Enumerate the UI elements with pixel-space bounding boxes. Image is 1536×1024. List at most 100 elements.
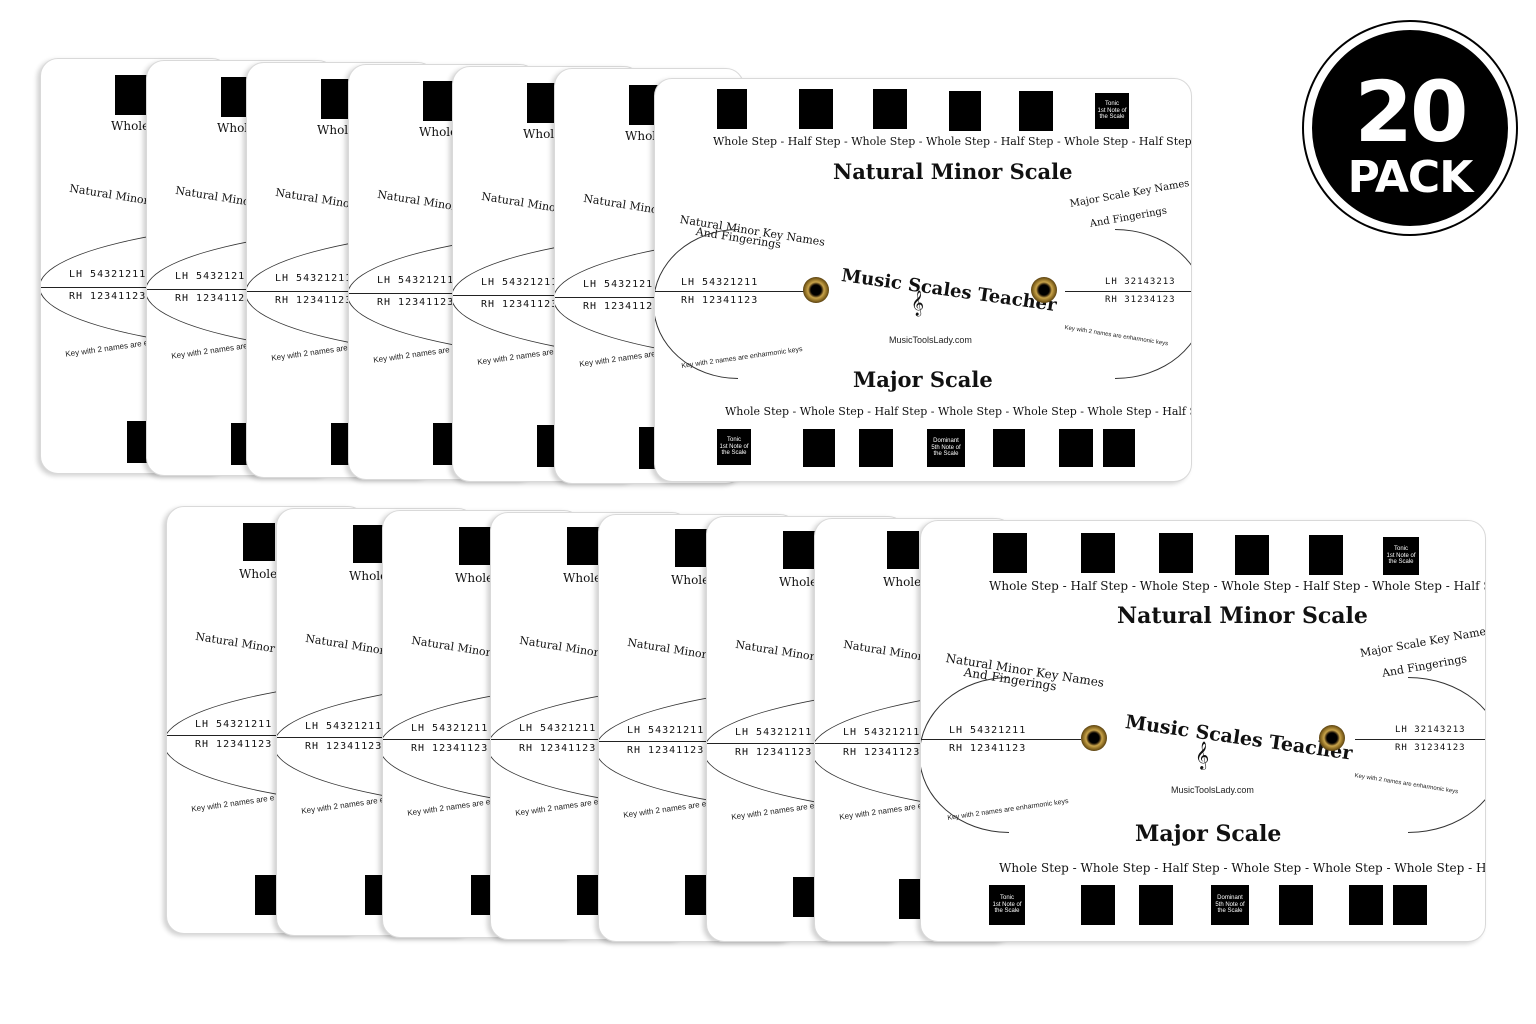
lh-fingering-minor: LH 54321211 — [681, 277, 759, 288]
black-square — [1393, 885, 1427, 925]
step-fragment: Whole — [671, 573, 710, 587]
divider-line — [1065, 291, 1191, 292]
lh-fingering-major: LH 32143213 — [1395, 725, 1466, 735]
black-square — [783, 531, 815, 569]
dominant-line2: 5th Note of — [1215, 901, 1245, 908]
major-fingerings: And Fingerings — [1381, 652, 1468, 680]
dominant-box: Dominant 5th Note of the Scale — [1211, 885, 1249, 925]
treble-clef-icon: 𝄞 — [911, 291, 925, 316]
rh-fingering: RH 12341123 — [411, 743, 489, 754]
black-square — [949, 91, 981, 131]
step-fragment: Whole — [111, 119, 150, 133]
pack-word: PACK — [1347, 152, 1474, 203]
lh-fingering: LH 54321211 — [843, 727, 921, 738]
black-square — [717, 89, 747, 129]
dominant-line3: the Scale — [1217, 908, 1243, 915]
divider-line — [599, 741, 797, 742]
step-fragment: Whole — [349, 569, 388, 583]
front-card-bottom: Tonic 1st Note of the Scale Whole Step -… — [920, 520, 1486, 942]
lh-fingering-major: LH 32143213 — [1105, 277, 1176, 287]
divider-line — [349, 293, 537, 294]
dominant-line3: the Scale — [933, 451, 959, 458]
rh-fingering: RH 12341123 — [195, 739, 273, 750]
black-square — [567, 527, 599, 565]
black-square — [993, 533, 1027, 573]
enharmonic-fragment: Key with 2 names are e — [838, 801, 923, 822]
black-square — [1059, 429, 1093, 467]
lh-fingering: LH 54321211 — [377, 275, 455, 286]
black-square — [1235, 535, 1269, 575]
enharmonic-fragment: Key with 2 names are e — [514, 797, 599, 818]
minor-steps: Whole Step - Half Step - Whole Step - Wh… — [713, 135, 1192, 148]
step-fragment: Whole — [779, 575, 818, 589]
black-square — [859, 429, 893, 467]
black-square — [321, 79, 353, 119]
rh-fingering-major: RH 31234123 — [1395, 743, 1466, 753]
eyelet-left — [1081, 725, 1107, 751]
black-square — [1103, 429, 1135, 467]
lh-fingering: LH 54321211 — [627, 725, 705, 736]
lh-fingering-minor: LH 54321211 — [949, 725, 1027, 736]
tonic-line2: 1st Note of — [1386, 552, 1416, 559]
tonic-box-bottom: Tonic 1st Note of the Scale — [989, 885, 1025, 925]
divider-line — [147, 289, 335, 290]
tonic-line1: Tonic — [999, 894, 1014, 901]
tonic-line1: Tonic — [726, 436, 741, 443]
front-card-top: Tonic 1st Note of the Scale Whole Step -… — [654, 78, 1192, 482]
rh-fingering: RH 12341123 — [519, 743, 597, 754]
rh-fingering: RH 12341123 — [69, 291, 147, 302]
divider-line — [383, 739, 581, 740]
black-square — [353, 525, 385, 563]
tonic-box-top: Tonic 1st Note of the Scale — [1095, 93, 1129, 129]
lh-fingering: LH 54321211 — [481, 277, 559, 288]
dominant-line1: Dominant — [933, 437, 959, 444]
minor-key-fragment: Natural Minor K — [194, 629, 288, 658]
step-fragment: Whole — [883, 575, 922, 589]
enharmonic-fragment: Key with 2 names are e — [730, 801, 815, 822]
natural-minor-title: Natural Minor Scale — [1117, 603, 1368, 629]
tonic-line2: 1st Note of — [1097, 107, 1127, 114]
lh-fingering: LH 54321211 — [195, 719, 273, 730]
divider-line — [655, 291, 805, 292]
dominant-line1: Dominant — [1217, 894, 1243, 901]
tonic-line3: the Scale — [721, 450, 747, 457]
divider-line — [277, 737, 475, 738]
rh-fingering: RH 12341123 — [377, 297, 455, 308]
rh-fingering-minor: RH 12341123 — [949, 743, 1027, 754]
treble-clef-icon: 𝄞 — [1195, 741, 1210, 769]
rh-fingering: RH 12341123 — [175, 293, 253, 304]
rh-fingering: RH 12341123 — [305, 741, 383, 752]
divider-line — [707, 743, 905, 744]
step-fragment: Whole — [455, 571, 494, 585]
website: MusicToolsLady.com — [889, 335, 972, 345]
black-square — [1279, 885, 1313, 925]
divider-line — [453, 295, 641, 296]
divider-line — [167, 735, 365, 736]
eyelet-right — [1319, 725, 1345, 751]
major-title: Major Scale — [1135, 821, 1282, 847]
step-fragment: Whole — [419, 125, 458, 139]
lh-fingering: LH 54321211 — [519, 723, 597, 734]
eyelet-left — [803, 277, 829, 303]
tonic-line3: the Scale — [994, 908, 1020, 915]
lh-fingering: LH 54321211 — [305, 721, 383, 732]
natural-minor-title: Natural Minor Scale — [833, 159, 1073, 184]
lh-fingering: LH 54321211 — [583, 279, 661, 290]
tonic-line1: Tonic — [1104, 100, 1119, 107]
lh-fingering: LH 54321211 — [275, 273, 353, 284]
black-square — [1019, 91, 1053, 131]
divider-line — [921, 739, 1081, 740]
rh-fingering: RH 12341123 — [843, 747, 921, 758]
pack-count-badge: 20 PACK — [1304, 22, 1516, 234]
rh-fingering-minor: RH 12341123 — [681, 295, 759, 306]
website: MusicToolsLady.com — [1171, 785, 1254, 795]
divider-line — [815, 743, 1013, 744]
rh-fingering-major: RH 31234123 — [1105, 295, 1176, 305]
black-square — [1081, 885, 1115, 925]
black-square — [675, 529, 707, 567]
major-steps: Whole Step - Whole Step - Half Step - Wh… — [999, 861, 1486, 875]
black-square — [1139, 885, 1173, 925]
step-fragment: Whole — [563, 571, 602, 585]
